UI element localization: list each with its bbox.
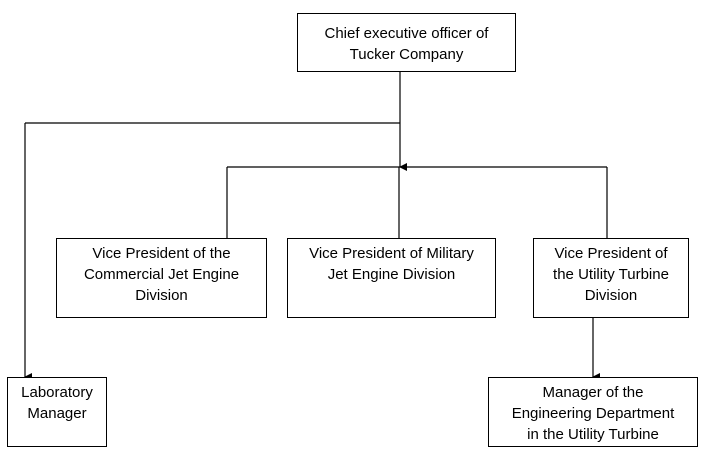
node-eng-manager: Manager of the Engineering Department in… bbox=[488, 377, 698, 447]
node-eng-manager-line-1: Manager of the bbox=[542, 384, 644, 401]
node-ceo-line-2: Tucker Company bbox=[349, 46, 464, 63]
node-vp-military-line-1: Vice President of Military bbox=[309, 245, 474, 262]
node-ceo-line-1: Chief executive officer of bbox=[324, 25, 489, 42]
node-lab-manager-line-2: Manager bbox=[27, 405, 87, 422]
node-eng-manager-line-2: Engineering Department bbox=[511, 405, 675, 422]
node-vp-commercial-line-2: Commercial Jet Engine bbox=[83, 266, 240, 283]
node-vp-commercial-line-1: Vice President of the bbox=[92, 245, 231, 262]
node-vp-military: Vice President of Military Jet Engine Di… bbox=[287, 238, 496, 318]
node-lab-manager: Laboratory Manager bbox=[7, 377, 107, 447]
node-lab-manager-line-1: Laboratory bbox=[21, 384, 93, 401]
node-vp-utility-line-3: Division bbox=[584, 287, 638, 304]
node-eng-manager-line-3: in the Utility Turbine bbox=[527, 426, 659, 443]
node-vp-utility: Vice President of the Utility Turbine Di… bbox=[533, 238, 689, 318]
node-vp-utility-line-1: Vice President of bbox=[554, 245, 668, 262]
node-vp-commercial: Vice President of the Commercial Jet Eng… bbox=[56, 238, 267, 318]
node-vp-commercial-line-3: Division bbox=[135, 287, 188, 304]
node-vp-utility-line-2: the Utility Turbine bbox=[553, 266, 669, 283]
node-vp-military-line-2: Jet Engine Division bbox=[327, 266, 456, 283]
node-ceo: Chief executive officer of Tucker Compan… bbox=[297, 13, 516, 72]
